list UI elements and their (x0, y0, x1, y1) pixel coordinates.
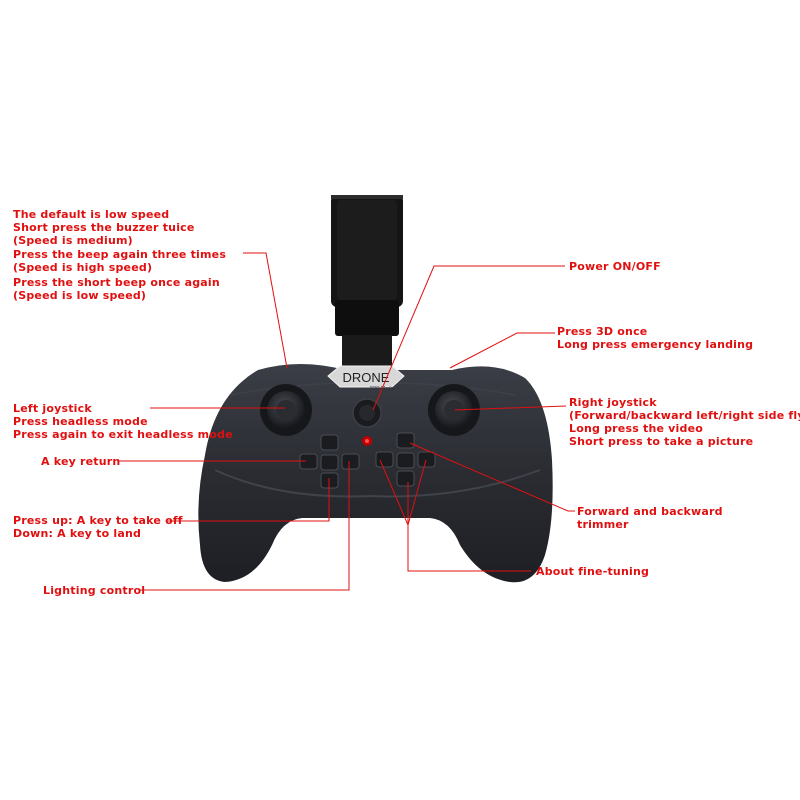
right-joystick-label-line: (Forward/backward left/right side fly) (569, 409, 800, 422)
trim-center-button[interactable] (396, 452, 415, 469)
right-joystick[interactable] (428, 384, 480, 436)
left-button-cluster (299, 434, 360, 489)
right-joystick-label: Right joystick (Forward/backward left/ri… (569, 396, 800, 448)
right-joystick-label-line: Right joystick (569, 396, 657, 409)
speed-low-label-line: Press the short beep once again (13, 276, 220, 289)
leader-lines (118, 252, 575, 591)
threed-label-line: Long press emergency landing (557, 338, 754, 351)
trimmer-label-line: trimmer (577, 518, 629, 531)
right-button-cluster (375, 432, 436, 487)
takeoff-label: Press up: A key to take off Down: A key … (13, 514, 183, 540)
left-joystick-label-line: Press headless mode (13, 415, 148, 428)
lighting-label: Lighting control (43, 584, 145, 597)
takeoff-label-line: Press up: A key to take off (13, 514, 183, 527)
speed-high-label-line: (Speed is high speed) (13, 261, 153, 274)
threed-label-line: Press 3D once (557, 325, 648, 338)
fine-tuning-label: About fine-tuning (536, 565, 649, 578)
speed-label: The default is low speed Short press the… (13, 208, 195, 247)
speed-high-label: Press the beep again three times (Speed … (13, 248, 226, 274)
trimmer-label-line: Forward and backward (577, 505, 723, 518)
speed-label-line: Short press the buzzer tuice (13, 221, 195, 234)
threed-button[interactable] (396, 432, 415, 449)
power-label-line: Power ON/OFF (569, 260, 661, 273)
speed-low-label: Press the short beep once again (Speed i… (13, 276, 220, 302)
controller-body (198, 364, 553, 583)
speed-low-label-line: (Speed is low speed) (13, 289, 147, 302)
speed-label-line: The default is low speed (13, 208, 170, 221)
left-joystick-label: Left joystick Press headless mode Press … (13, 402, 233, 441)
phone-holder (331, 195, 403, 369)
key-return-label-line: A key return (41, 455, 121, 468)
threed-label: Press 3D once Long press emergency landi… (557, 325, 753, 351)
lighting-button[interactable] (341, 453, 360, 470)
key-return-label: A key return (41, 455, 120, 468)
speed-button[interactable] (320, 434, 339, 451)
trim-lower-button[interactable] (396, 470, 415, 487)
left-joystick-label-line: Left joystick (13, 402, 92, 415)
power-button[interactable] (352, 398, 382, 428)
lighting-label-line: Lighting control (43, 584, 146, 597)
trim-right-button[interactable] (417, 451, 436, 468)
trim-left-button[interactable] (375, 451, 394, 468)
left-joystick[interactable] (260, 384, 312, 436)
badge-title: DRONE (343, 370, 390, 385)
speed-high-label-line: Press the beep again three times (13, 248, 227, 261)
power-label: Power ON/OFF (569, 260, 661, 273)
fine-tuning-label-line: About fine-tuning (536, 565, 650, 578)
trimmer-label: Forward and backward trimmer (577, 505, 723, 531)
speed-label-line: (Speed is medium) (13, 234, 133, 247)
right-joystick-label-line: Long press the video (569, 422, 703, 435)
right-joystick-label-line: Short press to take a picture (569, 435, 754, 448)
takeoff-land-button[interactable] (320, 454, 339, 471)
takeoff-label-line: Down: A key to land (13, 527, 142, 540)
left-joystick-label-line: Press again to exit headless mode (13, 428, 233, 441)
